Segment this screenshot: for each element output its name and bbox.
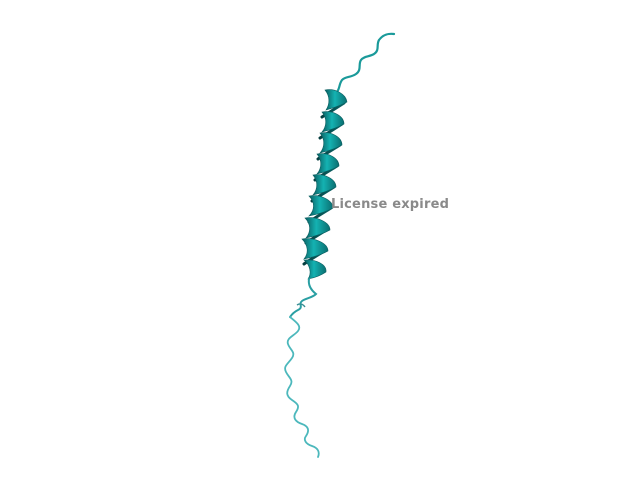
upper-coil xyxy=(335,32,396,94)
helix-front-ribbons xyxy=(301,89,348,280)
lower-coil-junction xyxy=(289,278,318,318)
lower-coil xyxy=(284,316,320,458)
side-chain-stub xyxy=(296,303,306,308)
license-watermark: License expired xyxy=(331,197,450,212)
